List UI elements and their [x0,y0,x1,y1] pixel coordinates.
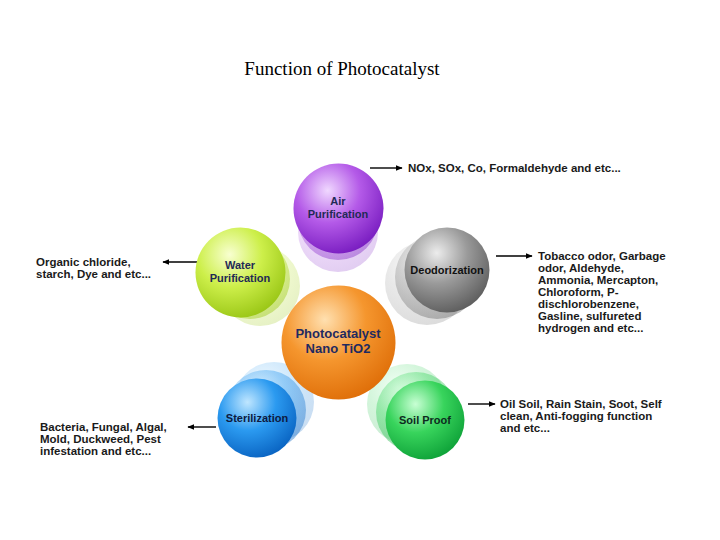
circle-text-group: Photocatalyst Nano TiO2 [289,327,387,357]
sphere [386,381,465,460]
circle-text-group: Sterilization [226,412,288,425]
callout-text: NOx, SOx, Co, Formaldehyde and etc... [408,162,621,174]
circle-text-group: Soil Proof [399,414,451,427]
core-circle: Photocatalyst Nano TiO2 [281,285,396,400]
circle-label: Water Purification [203,259,277,284]
circle-text-group: Air Purification [301,195,375,220]
function-circle: Deodorization [404,227,490,313]
circle-text-group: Deodorization [410,264,483,277]
function-circle: Air Purification [293,163,384,254]
circle-label: Soil Proof [399,414,451,427]
circle-label: Air Purification [301,195,375,220]
callout-text: Tobacco odor, Garbage odor, Aldehyde, Am… [538,250,676,334]
circle-text-group: Water Purification [203,259,277,284]
sphere [405,228,490,313]
sphere [218,379,297,458]
leader-arrow [188,426,216,427]
circle-label: Photocatalyst Nano TiO2 [289,327,387,357]
diagram-title: Function of Photocatalyst [0,58,684,80]
sphere [281,285,395,399]
sphere [195,227,285,317]
circle-label: Deodorization [410,264,483,277]
leader-arrow [496,255,532,256]
callout-text: Oil Soil, Rain Stain, Soot, Self clean, … [500,398,668,434]
leader-arrow [163,261,198,262]
sphere [293,163,383,253]
circle-label: Sterilization [226,412,288,425]
function-circle: Soil Proof [385,380,465,460]
function-circle: Water Purification [195,227,286,318]
callout-text: Organic chloride, starch, Dye and etc... [36,256,158,280]
leader-arrow [370,167,402,168]
callout-text: Bacteria, Fungal, Algal, Mold, Duckweed,… [40,421,180,457]
leader-arrow [468,403,495,404]
function-circle: Sterilization [217,378,297,458]
